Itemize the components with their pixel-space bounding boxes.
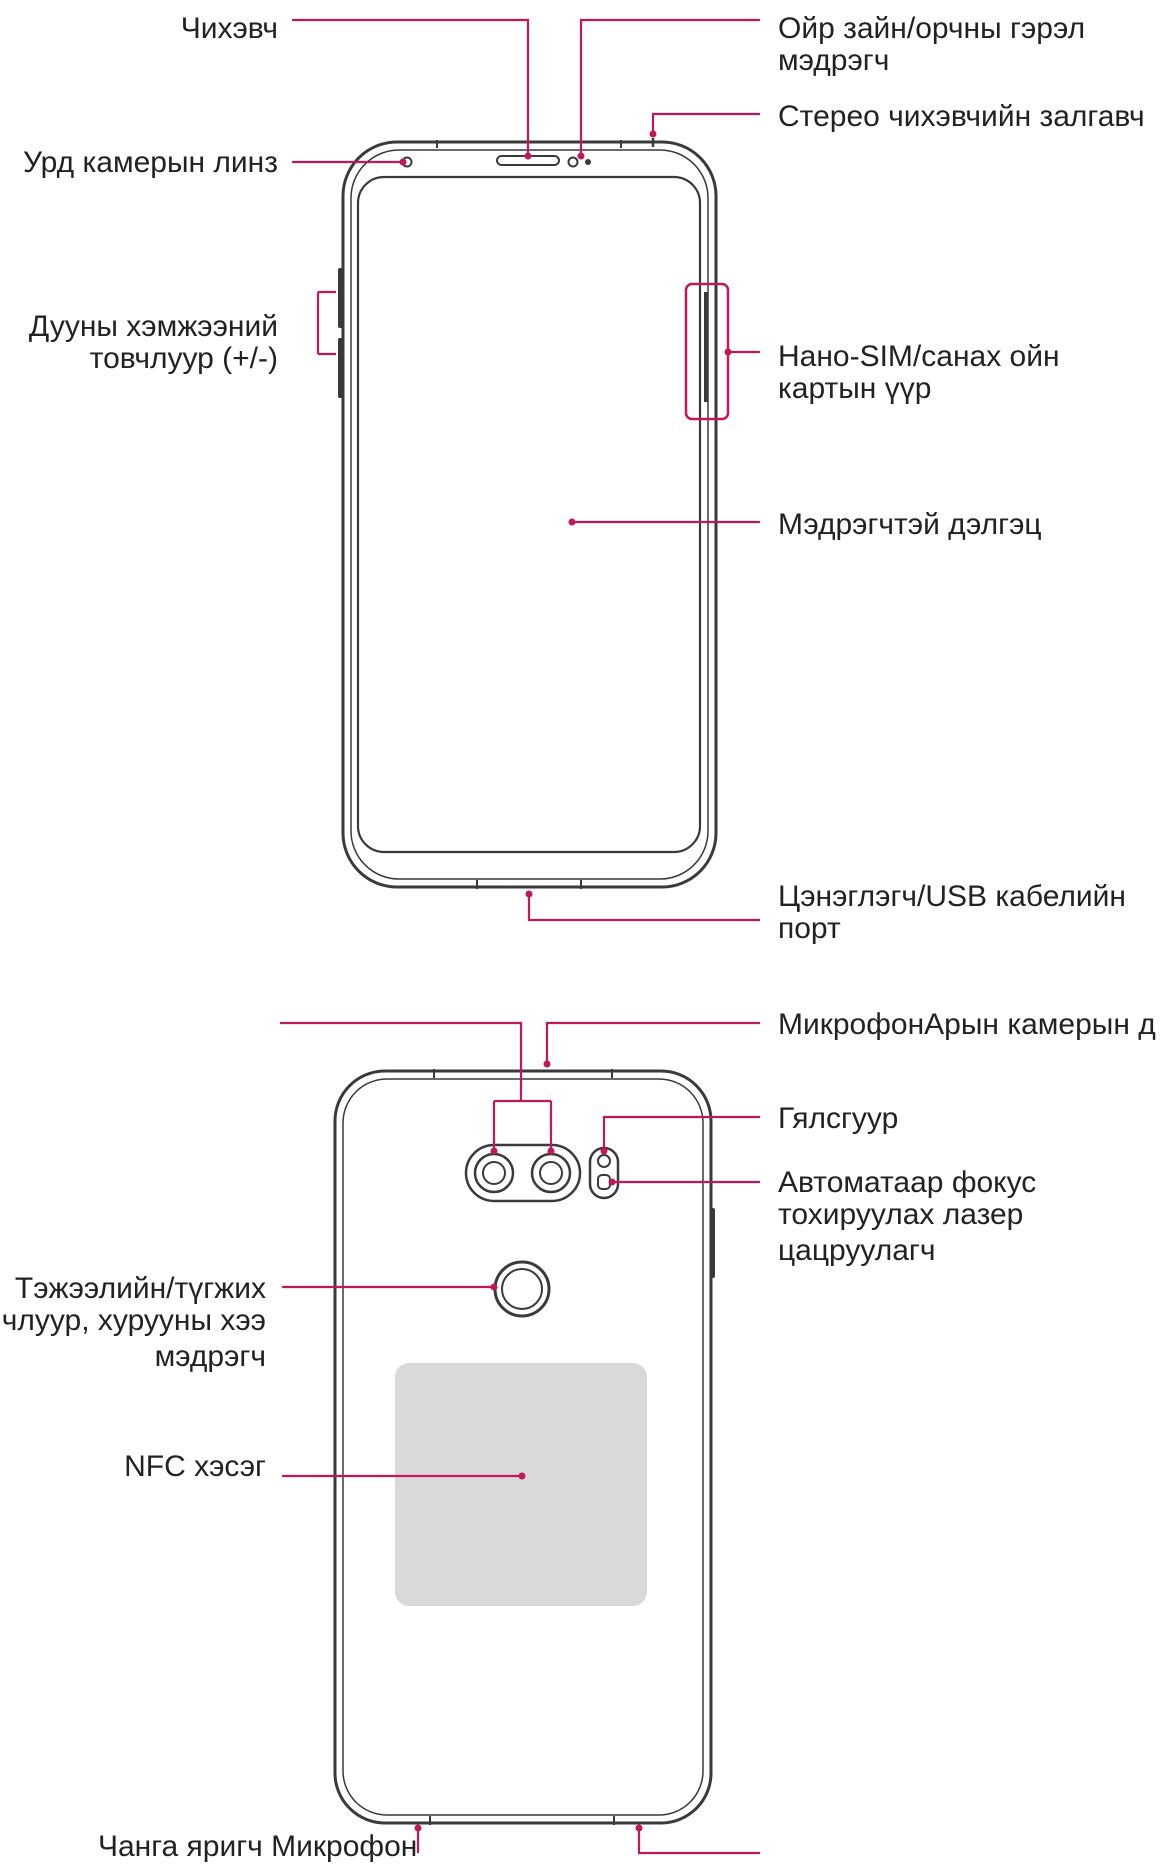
label-front-camera: Урд камерын линз — [23, 146, 278, 179]
front-phone-body — [341, 140, 718, 889]
leader-dot — [577, 152, 585, 160]
leader-dot — [524, 152, 532, 160]
label-sim-tray-line1: Нано-SIM/санах ойн — [778, 340, 1060, 373]
ambient-light-sensor-dot — [585, 159, 591, 165]
proximity-sensor-dot — [567, 156, 579, 168]
rear-camera-lens-left — [473, 1152, 515, 1194]
back-phone-inner-edge — [342, 1078, 704, 1816]
leader-dot — [525, 890, 533, 898]
front-phone-inner-edge — [350, 149, 709, 880]
label-power-key-line3: мэдрэгч — [155, 1340, 266, 1373]
label-volume-keys-line2: товчлуур (+/-) — [90, 342, 278, 375]
leader-dot — [568, 518, 576, 526]
volume-up-key — [338, 268, 343, 328]
label-bottom: Чанга яригч Микрофон — [98, 1830, 417, 1863]
nfc-area — [395, 1363, 647, 1606]
label-flash: Гялсгуур — [778, 1102, 898, 1135]
leader-dot — [547, 1147, 555, 1155]
label-power-key-line1: Тэжээлийн/түгжих — [15, 1272, 266, 1305]
label-laser-af-line1: Автоматаар фокус — [778, 1166, 1036, 1199]
back-leaders — [280, 1021, 760, 1855]
leader-dot — [724, 348, 732, 356]
front-leaders — [292, 18, 760, 922]
leader-flash — [602, 1115, 760, 1151]
leader-dot — [414, 1824, 422, 1832]
label-earpiece: Чихэвч — [181, 12, 278, 45]
leader-stereo-jack — [651, 112, 760, 134]
side-key-mark — [711, 1208, 715, 1278]
rear-camera-lens-right — [530, 1152, 572, 1194]
front-labels: Чихэвч Ойр зайн/орчны гэрэл мэдрэгч Стер… — [23, 12, 1145, 945]
label-power-key-line2: члуур, хурууны хээ — [2, 1304, 266, 1337]
leader-volume-keys — [316, 290, 336, 356]
label-stereo-jack: Стерео чихэвчийн залгавч — [778, 100, 1145, 133]
front-phone — [338, 138, 730, 889]
sim-tray-slot — [704, 292, 708, 402]
label-sim-tray-line2: картын үүр — [778, 372, 931, 405]
label-touch-screen: Мэдрэгчтэй дэлгэц — [778, 508, 1042, 541]
volume-down-key — [338, 338, 343, 398]
flash — [597, 1154, 611, 1168]
leader-dot — [518, 1472, 526, 1480]
laser-af-window — [597, 1174, 611, 1190]
leader-microphone-top — [545, 1021, 760, 1064]
rear-camera-module — [464, 1143, 582, 1203]
label-volume-keys-line1: Дууны хэмжээний — [29, 310, 278, 343]
leader-dot — [490, 1283, 498, 1291]
touch-screen — [356, 175, 702, 854]
label-usb-port-line1: Цэнэглэгч/USB кабелийн — [778, 880, 1126, 913]
back-phone-body — [333, 1069, 713, 1825]
leader-dot — [399, 158, 407, 166]
label-nfc: NFC хэсэг — [124, 1450, 266, 1483]
power-key-fingerprint-sensor — [493, 1260, 551, 1318]
leader-rear-cameras — [280, 1021, 553, 1151]
label-proximity-sensor-line2: мэдрэгч — [778, 44, 889, 77]
rear-camera-lens-right-ring — [539, 1161, 563, 1185]
leader-usb-port — [527, 894, 760, 922]
back-labels: МикрофонАрын камерын д Гялсгуур Автомата… — [2, 1008, 1156, 1863]
leader-dot — [649, 130, 657, 138]
leader-dot — [635, 1824, 643, 1832]
leader-proximity-sensor — [579, 18, 760, 156]
label-laser-af-line3: цацруулагч — [778, 1234, 936, 1267]
leader-earpiece — [292, 18, 530, 156]
leader-dot — [608, 1178, 616, 1186]
label-laser-af-line2: тохируулах лазер — [778, 1198, 1023, 1231]
power-key-inner-ring — [501, 1268, 543, 1310]
label-usb-port-line2: порт — [778, 912, 841, 945]
leader-dot — [490, 1147, 498, 1155]
rear-camera-lens-left-ring — [482, 1161, 506, 1185]
leader-dot — [600, 1147, 608, 1155]
leader-dot — [543, 1060, 551, 1068]
label-mic-rear-camera: МикрофонАрын камерын д — [778, 1008, 1156, 1041]
label-proximity-sensor-line1: Ойр зайн/орчны гэрэл — [778, 12, 1085, 45]
back-phone — [333, 1069, 715, 1825]
leader-microphone-bottom — [637, 1828, 760, 1855]
